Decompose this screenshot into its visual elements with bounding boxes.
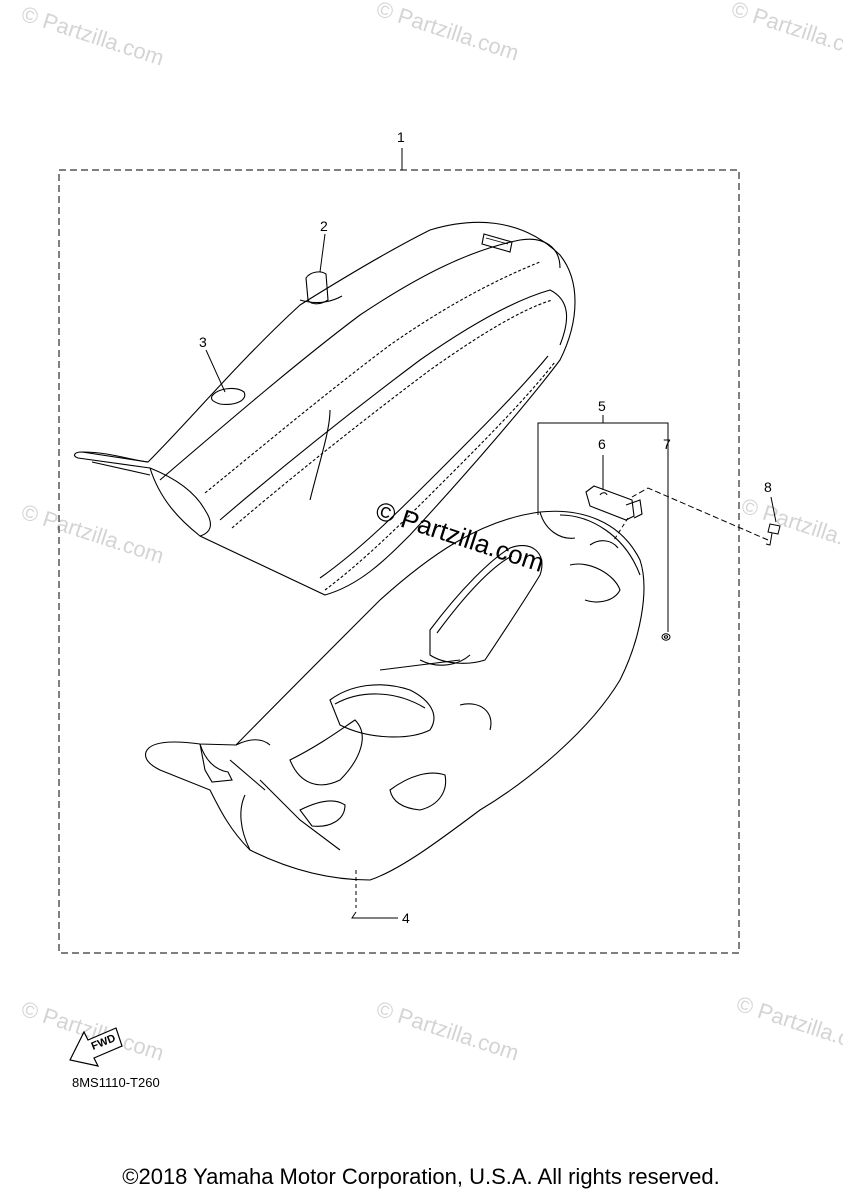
nut[interactable] [661, 633, 671, 641]
bolt[interactable] [765, 523, 781, 546]
callout-7[interactable]: 7 [663, 436, 671, 452]
callout-8[interactable]: 8 [764, 479, 777, 523]
seat-base[interactable] [144, 510, 645, 881]
copyright-notice: ©2018 Yamaha Motor Corporation, U.S.A. A… [122, 1164, 719, 1189]
fwd-arrow-icon: FWD [69, 1027, 123, 1067]
callout-number: 3 [199, 334, 207, 350]
callout-number: 6 [598, 436, 606, 452]
diagram-code: 8MS1110-T260 [72, 1075, 160, 1090]
callout-1[interactable]: 1 [397, 129, 405, 170]
watermark: © Partzilla.com [373, 0, 522, 66]
callout-number: 4 [402, 910, 410, 926]
assembly-axis-line [613, 517, 629, 541]
clip[interactable] [351, 911, 370, 919]
callout-number: 1 [397, 129, 405, 145]
callout-3[interactable]: 3 [199, 334, 226, 393]
callout-4[interactable]: 4 [355, 870, 410, 926]
watermark-center: © Partzilla.com [372, 495, 548, 578]
watermark: © Partzilla.com [18, 1, 167, 71]
callout-2[interactable]: 2 [319, 218, 328, 273]
watermark: © Partzilla.com [728, 0, 843, 66]
callout-number: 7 [663, 436, 671, 452]
callout-leader [770, 496, 777, 523]
callout-number: 2 [320, 218, 328, 234]
bracket[interactable] [585, 485, 643, 521]
callout-6[interactable]: 6 [598, 436, 606, 452]
callout-number: 5 [598, 398, 606, 414]
assembly-axis-line [631, 487, 769, 541]
callout-5[interactable]: 5 [598, 398, 606, 414]
callout-number: 8 [764, 479, 772, 495]
callout-leader [319, 233, 326, 273]
callout-leader [205, 349, 226, 393]
watermark: © Partzilla.com [373, 996, 522, 1066]
callout-group-5-7 [537, 415, 669, 632]
seat[interactable] [73, 221, 576, 596]
watermark: © Partzilla.com [733, 991, 843, 1061]
watermark: © Partzilla.com [738, 493, 843, 563]
watermark: © Partzilla.com [18, 499, 167, 569]
assembly-frame [58, 169, 740, 954]
